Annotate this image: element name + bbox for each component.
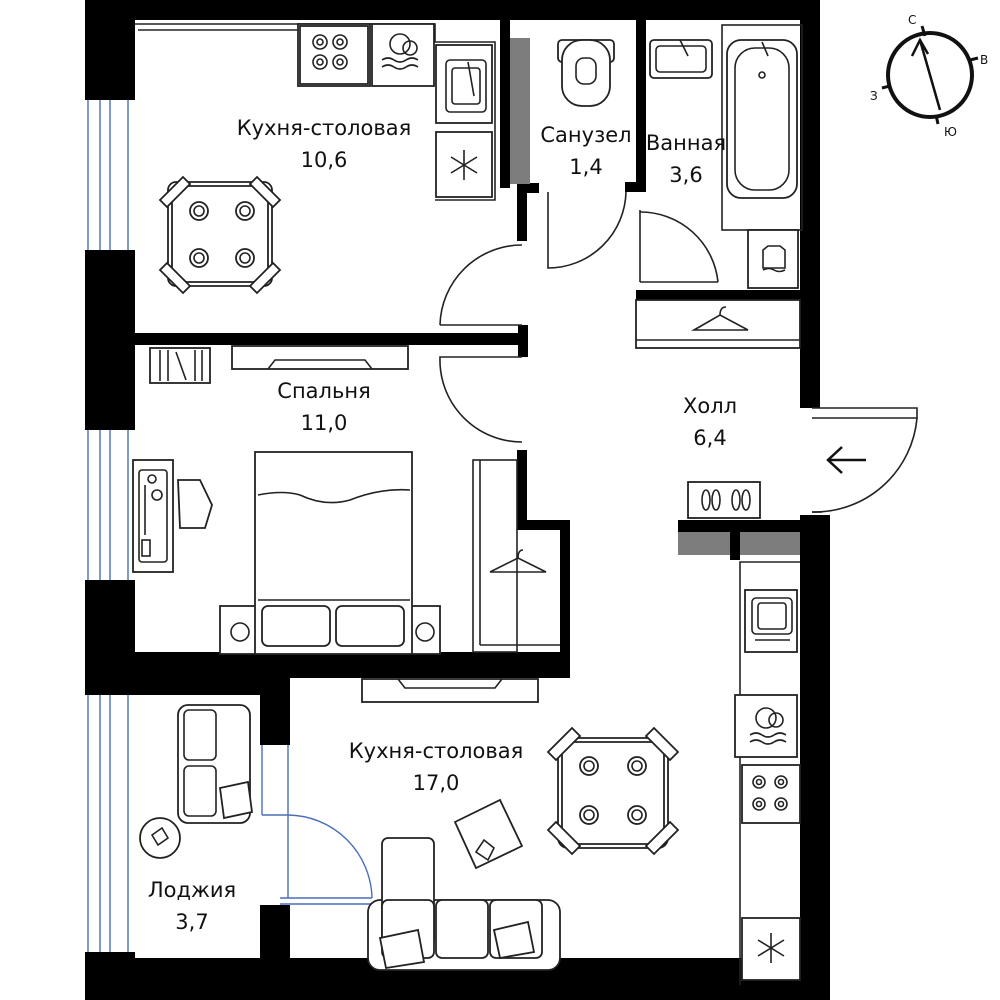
dining-table-bottom xyxy=(546,726,680,856)
room-name: Кухня-столовая xyxy=(237,116,411,140)
shoe-rack xyxy=(687,481,761,519)
arrow-left-icon xyxy=(826,446,866,474)
stove-icon xyxy=(752,775,788,811)
shaft-hall-left xyxy=(678,532,730,555)
toilet-icon xyxy=(557,39,615,107)
sink-icon xyxy=(751,597,793,641)
hanger-icon xyxy=(691,306,749,331)
stove-icon xyxy=(312,34,348,70)
room-area: 10,6 xyxy=(301,148,348,172)
bookshelf xyxy=(149,347,211,384)
room-label-bath: Ванная 3,6 xyxy=(646,131,726,187)
room-label-kitchen-bottom: Кухня-столовая 17,0 xyxy=(349,739,523,795)
windows xyxy=(87,100,373,952)
room-name: Санузел xyxy=(540,123,631,147)
room-area: 3,7 xyxy=(175,910,208,934)
shoes-icon xyxy=(701,489,751,511)
snowflake-icon xyxy=(757,933,785,963)
compass-north-label: С xyxy=(908,13,916,27)
dishwasher-icon xyxy=(381,33,419,70)
tv-bedroom xyxy=(231,345,409,370)
room-label-loggia: Лоджия 3,7 xyxy=(148,878,236,934)
bedroom-wardrobe xyxy=(472,459,560,653)
shaft-wc xyxy=(510,38,530,184)
snowflake-icon xyxy=(450,150,478,180)
compass-east-label: В xyxy=(980,53,988,67)
room-area: 3,6 xyxy=(669,163,702,187)
room-name: Кухня-столовая xyxy=(349,739,523,763)
tv-kitchen xyxy=(361,678,539,703)
desk xyxy=(132,459,213,573)
room-area: 1,4 xyxy=(569,155,602,179)
hanger-icon xyxy=(489,549,547,573)
room-name: Лоджия xyxy=(148,878,236,902)
compass-south-label: Ю xyxy=(944,125,957,139)
doors xyxy=(439,191,918,513)
walls xyxy=(85,0,830,1000)
room-name: Спальня xyxy=(277,379,370,403)
room-label-bedroom: Спальня 11,0 xyxy=(277,379,370,435)
room-label-kitchen-top: Кухня-столовая 10,6 xyxy=(237,116,411,172)
hall-wardrobe xyxy=(635,299,801,349)
washing-machine-icon xyxy=(747,229,799,289)
room-label-hall: Холл 6,4 xyxy=(683,394,737,450)
dining-table-top xyxy=(158,175,282,295)
room-name: Холл xyxy=(683,394,737,418)
shaft-hall-right xyxy=(740,532,800,555)
dishwasher-icon xyxy=(749,707,787,745)
bathtub-icon xyxy=(726,39,798,199)
room-area: 6,4 xyxy=(693,426,726,450)
armchair-table xyxy=(453,798,524,870)
kitchen-top-counter xyxy=(135,23,496,201)
kitchen-bottom-counter xyxy=(734,561,801,985)
room-name: Ванная xyxy=(646,131,726,155)
loggia-table xyxy=(139,817,181,859)
double-bed xyxy=(219,451,441,655)
sink-icon xyxy=(445,59,487,113)
compass-west-label: З xyxy=(870,89,878,103)
room-area: 11,0 xyxy=(301,411,348,435)
sofa xyxy=(367,837,561,971)
loggia-chair xyxy=(177,704,254,824)
room-area: 17,0 xyxy=(413,771,460,795)
compass: С В Ю З xyxy=(870,13,988,139)
washbasin-icon xyxy=(649,39,713,79)
room-label-wc: Санузел 1,4 xyxy=(540,123,631,179)
